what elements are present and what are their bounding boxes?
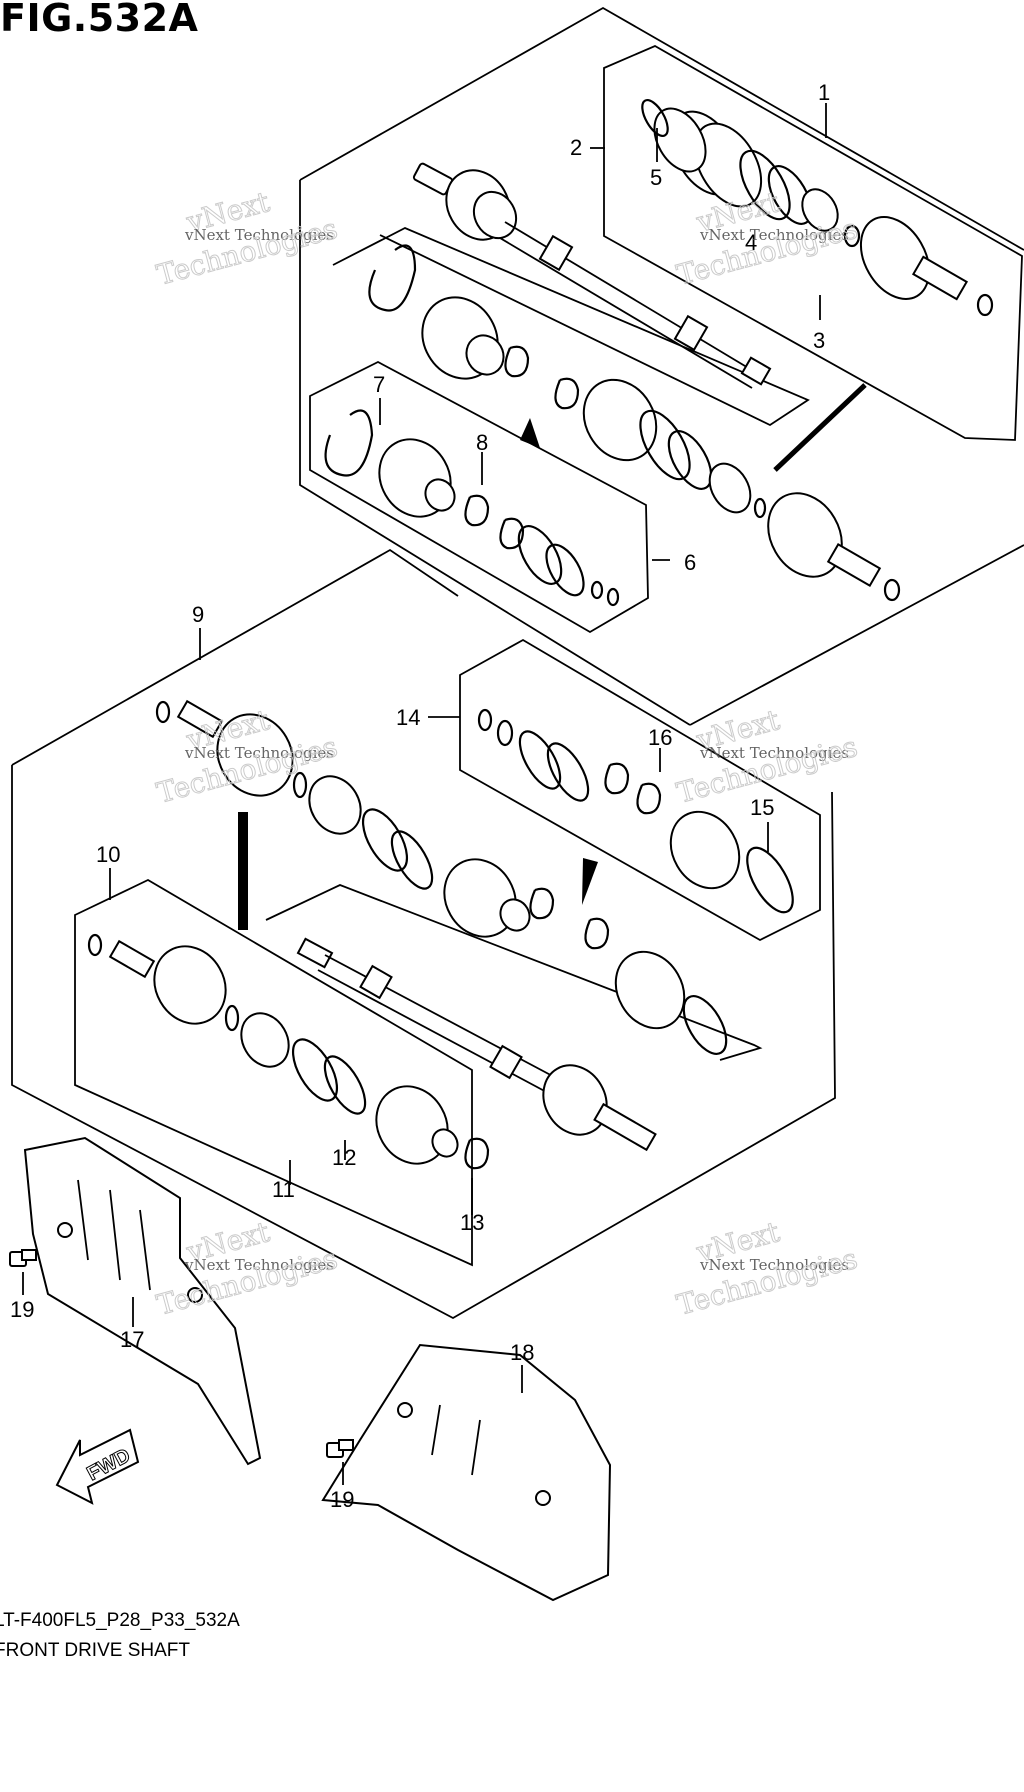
callout-11: 11 xyxy=(272,1177,295,1202)
upper-drive-shaft xyxy=(412,162,772,389)
callout-14: 14 xyxy=(396,705,420,730)
callout-7: 7 xyxy=(373,372,385,397)
kit-9-parts xyxy=(155,699,728,1055)
assembly-arrow-4 xyxy=(582,858,598,905)
watermark-top-left: vNext vNext Technologies Technologies xyxy=(153,184,342,292)
upper-assembly-frame xyxy=(299,6,1024,726)
callout-6: 6 xyxy=(684,550,696,575)
svg-text:vNext Technologies: vNext Technologies xyxy=(184,1256,334,1274)
svg-text:vNext Technologies: vNext Technologies xyxy=(699,744,849,762)
callout-18: 18 xyxy=(510,1340,534,1365)
callout-10: 10 xyxy=(96,842,120,867)
kit-14-parts xyxy=(477,708,794,914)
fwd-direction-arrow: FWD xyxy=(55,1428,140,1505)
part-group-name: FRONT DRIVE SHAFT xyxy=(0,1640,190,1661)
callout-12: 12 xyxy=(332,1145,356,1170)
figure-title: FIG.532A xyxy=(0,0,199,40)
svg-text:vNext Technologies: vNext Technologies xyxy=(184,744,334,762)
kit-14-frame xyxy=(459,638,821,942)
model-code: LT-F400FL5_P28_P33_532A xyxy=(0,1610,240,1631)
shaft-guard-18 xyxy=(321,1343,612,1602)
callout-19-right: 19 xyxy=(330,1487,354,1512)
callout-5: 5 xyxy=(650,165,662,190)
lower-assembly-frame xyxy=(11,548,836,1320)
callout-8: 8 xyxy=(476,430,488,455)
bolt-19-right xyxy=(326,1439,354,1458)
inner-cv-boot-upper xyxy=(368,244,901,602)
assembly-arrow-1 xyxy=(520,418,540,448)
svg-text:vNext Technologies: vNext Technologies xyxy=(699,226,849,244)
bolt-19-left xyxy=(9,1249,37,1267)
shaft-guard-17 xyxy=(23,1136,262,1466)
assembly-arrow-2-line xyxy=(773,383,867,472)
callout-15: 15 xyxy=(750,795,774,820)
kit-6-frame xyxy=(309,360,649,634)
callout-1: 1 xyxy=(818,80,830,105)
kit-10-parts xyxy=(87,933,490,1170)
callout-17: 17 xyxy=(120,1327,144,1352)
outer-cv-boot-upper xyxy=(641,99,994,317)
svg-text:vNext Technologies: vNext Technologies xyxy=(699,1256,849,1274)
kit-6-parts xyxy=(324,409,620,607)
callout-4: 4 xyxy=(745,230,757,255)
svg-text:vNext Technologies: vNext Technologies xyxy=(184,226,334,244)
callout-19-left: 19 xyxy=(10,1297,34,1322)
lower-drive-shaft xyxy=(296,937,657,1152)
boot-kit-frame xyxy=(332,227,810,427)
callout-13: 13 xyxy=(460,1210,484,1235)
callout-9: 9 xyxy=(192,602,204,627)
callout-numbers: 1 2 3 4 5 6 7 8 9 10 11 12 13 14 15 16 1… xyxy=(10,80,830,1512)
watermark-low-right: vNext vNext Technologies Technologies xyxy=(673,1214,862,1322)
assembly-arrow-3 xyxy=(238,812,248,930)
callout-16: 16 xyxy=(648,725,672,750)
kit-1-frame xyxy=(603,44,1023,441)
lower-boot-frame xyxy=(265,884,763,1061)
leader-lines xyxy=(22,103,827,1485)
callout-3: 3 xyxy=(813,328,825,353)
callout-2: 2 xyxy=(570,135,582,160)
